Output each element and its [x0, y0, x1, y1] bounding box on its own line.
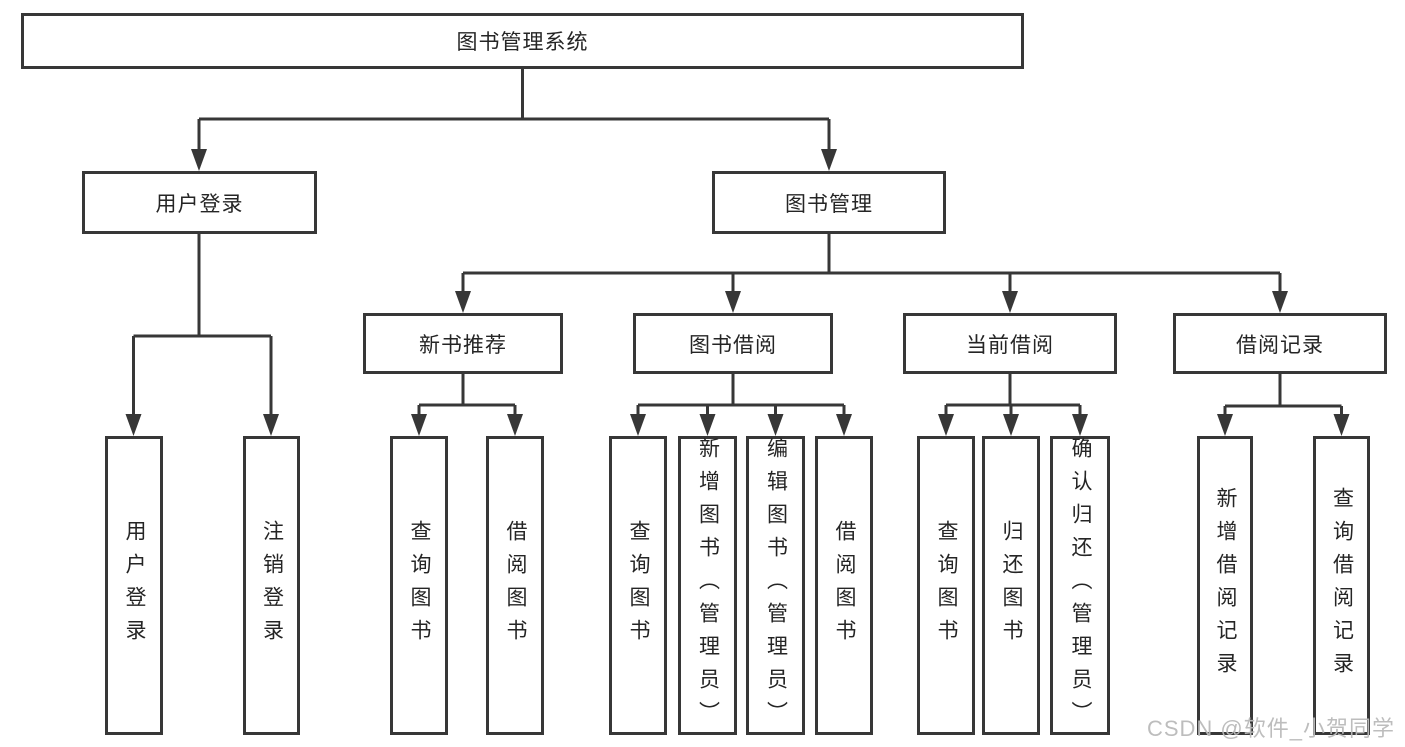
connector-root-to-level2 [191, 69, 837, 171]
node-borrow-records: 借阅记录 [1173, 313, 1387, 374]
leaf-current-confirm-admin: 确认归还（管理员） [1050, 436, 1110, 735]
leaf-borrow-add-admin-label: 新增图书（管理员） [696, 437, 720, 734]
leaf-record-query-label: 查询借阅记录 [1330, 486, 1354, 685]
connector-book-management-children [455, 234, 1288, 313]
node-book-management-label: 图书管理 [785, 192, 873, 216]
node-user-login: 用户登录 [82, 171, 317, 234]
connector-borrow-records-children [1217, 374, 1350, 436]
leaf-borrow-edit-admin: 编辑图书（管理员） [746, 436, 805, 735]
leaf-current-return-label: 归还图书 [1000, 519, 1023, 652]
leaf-borrow-query: 查询图书 [609, 436, 667, 735]
leaf-borrow-book: 借阅图书 [815, 436, 873, 735]
leaf-record-query: 查询借阅记录 [1313, 436, 1370, 735]
leaf-newbook-query-label: 查询图书 [408, 519, 431, 652]
leaf-user-login-label: 用户登录 [123, 519, 146, 652]
leaf-current-return: 归还图书 [982, 436, 1040, 735]
node-current-borrow: 当前借阅 [903, 313, 1117, 374]
node-new-book-recommend: 新书推荐 [363, 313, 563, 374]
leaf-newbook-borrow-label: 借阅图书 [504, 519, 527, 652]
leaf-user-login: 用户登录 [105, 436, 163, 735]
connector-book-borrow-children [630, 374, 852, 436]
node-user-login-label: 用户登录 [155, 192, 244, 216]
leaf-logout: 注销登录 [243, 436, 300, 735]
leaf-borrow-book-label: 借阅图书 [833, 519, 856, 652]
node-book-borrow-label: 图书借阅 [689, 333, 777, 357]
leaf-record-add: 新增借阅记录 [1197, 436, 1253, 735]
connector-current-borrow-children [938, 374, 1088, 436]
leaf-current-query: 查询图书 [917, 436, 975, 735]
leaf-newbook-query: 查询图书 [390, 436, 448, 735]
connector-user-login-children [125, 234, 279, 436]
node-root-label: 图书管理系统 [456, 31, 589, 54]
leaf-current-confirm-admin-label: 确认归还（管理员） [1069, 437, 1092, 734]
leaf-newbook-borrow: 借阅图书 [486, 436, 544, 735]
leaf-borrow-query-label: 查询图书 [627, 519, 650, 652]
leaf-record-add-label: 新增借阅记录 [1214, 486, 1237, 685]
node-borrow-records-label: 借阅记录 [1236, 333, 1324, 357]
leaf-borrow-add-admin: 新增图书（管理员） [678, 436, 737, 735]
node-root-system: 图书管理系统 [21, 13, 1024, 69]
node-current-borrow-label: 当前借阅 [966, 333, 1054, 357]
leaf-current-query-label: 查询图书 [935, 519, 958, 652]
connector-new-book-children [411, 374, 523, 436]
node-new-book-recommend-label: 新书推荐 [419, 333, 507, 357]
leaf-logout-label: 注销登录 [260, 519, 284, 652]
node-book-management: 图书管理 [712, 171, 946, 234]
csdn-watermark: CSDN @软件_小贺同学 [1146, 716, 1395, 741]
leaf-borrow-edit-admin-label: 编辑图书（管理员） [764, 437, 788, 734]
node-book-borrow: 图书借阅 [633, 313, 833, 374]
